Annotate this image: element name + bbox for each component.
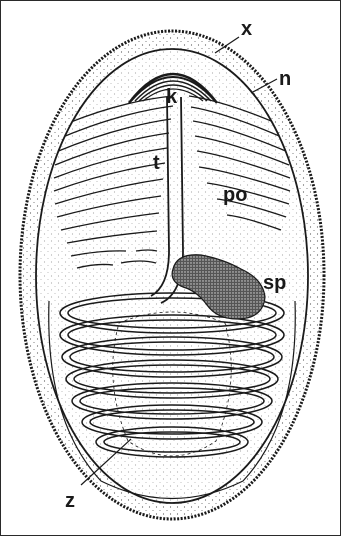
label-po: po (223, 184, 247, 206)
label-z: z (65, 490, 75, 512)
label-n: n (279, 68, 291, 90)
label-x: x (241, 18, 252, 40)
label-k: k (166, 86, 178, 108)
label-sp: sp (263, 272, 286, 294)
label-t: t (153, 152, 160, 174)
